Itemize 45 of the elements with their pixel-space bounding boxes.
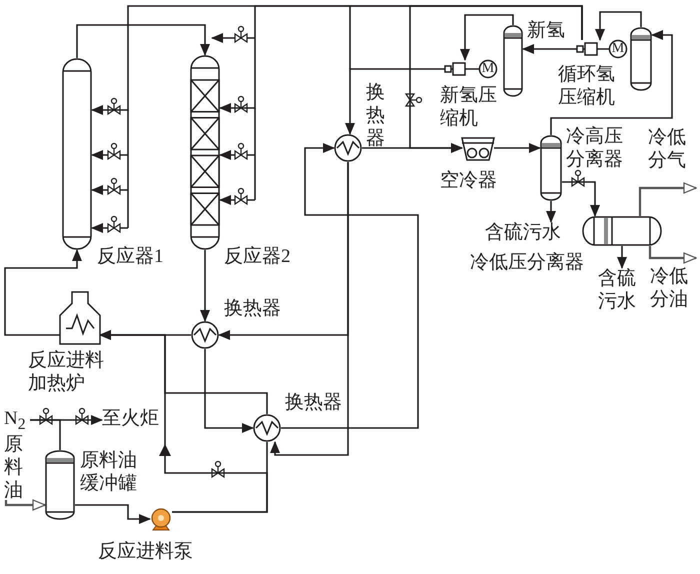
flow-line bbox=[345, 68, 445, 135]
equipment-label: 反应器1 bbox=[97, 246, 164, 269]
flow-line bbox=[75, 504, 151, 524]
flow-line bbox=[76, 24, 210, 58]
equipment-label: 冷低压分离器 bbox=[470, 252, 585, 275]
flow-line bbox=[281, 143, 419, 429]
stream-label: N$_{2}$ bbox=[4, 408, 30, 434]
flow-line bbox=[409, 5, 583, 153]
flow-line bbox=[200, 250, 210, 322]
motor-label: M bbox=[610, 41, 626, 57]
stream-label: 新氢 bbox=[527, 20, 566, 43]
flow-line bbox=[204, 349, 254, 433]
flow-line bbox=[270, 162, 349, 456]
stream-label: 含硫污水 bbox=[598, 268, 640, 316]
stream-label: 冷低分油 bbox=[650, 250, 696, 316]
equipment-label: 循环氢压缩机 bbox=[558, 64, 616, 110]
flow-line bbox=[99, 330, 268, 513]
flow-line bbox=[30, 419, 61, 450]
flow-line bbox=[522, 44, 577, 54]
flow-line bbox=[617, 246, 627, 269]
stream-label: 原料油 bbox=[4, 434, 30, 500]
flow-line bbox=[638, 182, 697, 216]
equipment-label: 反应进料加热炉 bbox=[28, 350, 105, 396]
stream-label: 冷低分气 bbox=[648, 127, 696, 193]
flow-line bbox=[4, 499, 46, 511]
flow-line bbox=[648, 246, 697, 264]
flow-line bbox=[4, 249, 82, 336]
flow-line bbox=[494, 143, 541, 153]
motor-label: M bbox=[480, 61, 496, 77]
flow-line bbox=[562, 181, 600, 217]
stream-label: 含硫污水 bbox=[485, 222, 565, 246]
equipment-label: 换热器 bbox=[285, 392, 343, 415]
flow-line bbox=[550, 30, 673, 135]
flow-line bbox=[595, 11, 642, 41]
flow-line bbox=[546, 201, 556, 223]
equipment-label: 原料油缓冲罐 bbox=[80, 450, 138, 496]
equipment-label: 换热器 bbox=[224, 298, 282, 321]
equipment-label: 换热器 bbox=[366, 82, 386, 150]
equipment-label: 空冷器 bbox=[440, 170, 498, 193]
equipment-label: 新氢压缩机 bbox=[440, 85, 498, 131]
equipment-label: 反应器2 bbox=[224, 246, 292, 269]
stream-label: 至火炬 bbox=[102, 408, 160, 432]
equipment-label: 反应进料泵 bbox=[98, 541, 194, 564]
equipment-label: 冷高压分离器 bbox=[566, 126, 624, 172]
flow-line bbox=[460, 14, 514, 61]
